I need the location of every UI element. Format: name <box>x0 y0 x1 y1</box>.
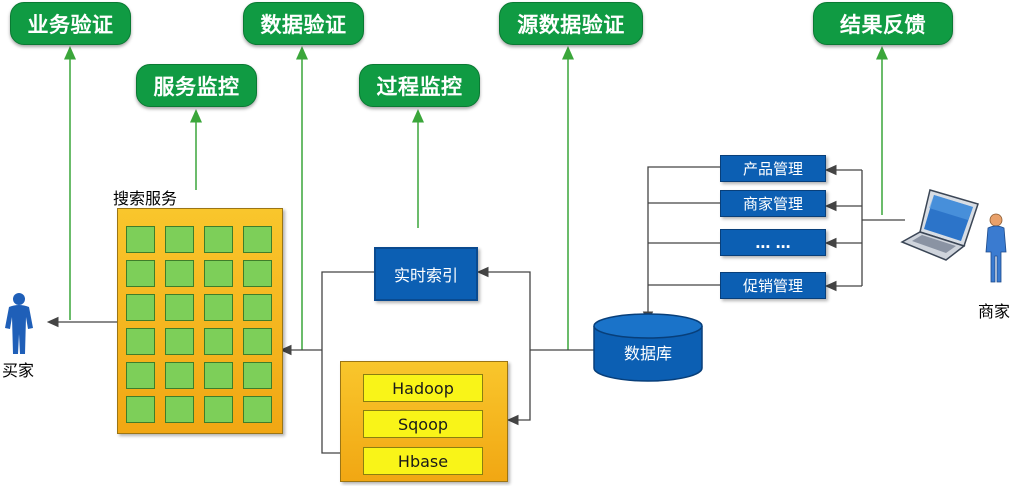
product-management-box: 产品管理 <box>720 155 826 182</box>
grid-cell <box>126 362 155 389</box>
grid-cell <box>204 260 233 287</box>
grid-cell <box>243 328 272 355</box>
badge-data-verify: 数据验证 <box>243 2 364 45</box>
arrow-to-realtime-index <box>476 266 531 350</box>
hadoop-stack-panel: Hadoop Sqoop Hbase <box>340 361 508 482</box>
laptop-icon <box>900 189 979 261</box>
grid-cell <box>243 362 272 389</box>
grid-cell <box>243 294 272 321</box>
merchant-management-box: 商家管理 <box>720 190 826 217</box>
grid-cell <box>165 396 194 423</box>
line-index-hadoop-loop <box>321 271 374 454</box>
badge-service-monitor: 服务监控 <box>136 64 257 107</box>
buyer-figure-icon <box>5 293 33 354</box>
grid-cell <box>165 328 194 355</box>
search-service-panel <box>117 208 283 434</box>
grid-cell <box>243 226 272 253</box>
arrow-to-hadoop <box>506 350 531 426</box>
merchant-figure-icon <box>985 213 1007 283</box>
grid-cell <box>204 396 233 423</box>
badge-result-feedback: 结果反馈 <box>813 2 953 45</box>
grid-cell <box>204 226 233 253</box>
grid-cell <box>204 362 233 389</box>
grid-cell <box>243 260 272 287</box>
grid-cell <box>126 294 155 321</box>
database-label: 数据库 <box>623 344 672 363</box>
grid-cell <box>165 226 194 253</box>
grid-cell <box>204 294 233 321</box>
grid-cell <box>165 294 194 321</box>
search-service-label: 搜索服务 <box>113 189 178 208</box>
sqoop-item: Sqoop <box>363 410 483 438</box>
grid-cell <box>243 396 272 423</box>
badge-process-monitor: 过程监控 <box>359 64 480 107</box>
merchant-label: 商家 <box>978 302 1011 321</box>
hadoop-item: Hadoop <box>363 374 483 402</box>
arrow-to-database <box>642 166 720 324</box>
grid-cell <box>126 260 155 287</box>
hbase-item: Hbase <box>363 447 483 475</box>
promotion-management-box: 促销管理 <box>720 272 826 299</box>
grid-cell <box>165 260 194 287</box>
grid-cell <box>126 328 155 355</box>
database-cylinder <box>593 313 703 382</box>
grid-cell <box>126 226 155 253</box>
grid-cell <box>165 362 194 389</box>
buyer-label: 买家 <box>2 361 35 380</box>
realtime-index-box: 实时索引 <box>374 247 478 301</box>
badge-source-data-verify: 源数据验证 <box>499 2 643 45</box>
grid-cell <box>204 328 233 355</box>
grid-cell <box>126 396 155 423</box>
more-management-box: … … <box>720 229 826 256</box>
badge-business-verify: 业务验证 <box>10 2 131 45</box>
